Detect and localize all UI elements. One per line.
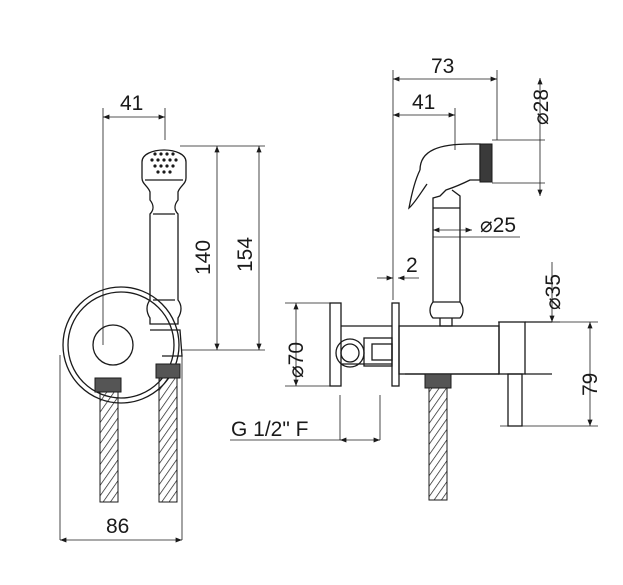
dim-right-73: 73 — [431, 55, 454, 78]
left-view: 41 140 154 86 — [59, 92, 265, 543]
dim-left-140: 140 — [192, 240, 215, 275]
dim-left-41: 41 — [120, 92, 143, 115]
sprayer-holes — [150, 152, 178, 174]
dim-dia-35: ⌀35 — [542, 274, 565, 310]
dim-dia-25: ⌀25 — [480, 214, 516, 237]
dim-left-86: 86 — [106, 515, 129, 538]
dim-right-41: 41 — [412, 91, 435, 114]
dim-left-154: 154 — [234, 237, 257, 272]
dim-plate-2: 2 — [406, 254, 418, 277]
dim-thread: G 1/2" F — [231, 418, 308, 441]
dim-dia-70: ⌀70 — [285, 342, 308, 378]
dim-dia-28: ⌀28 — [530, 89, 553, 125]
right-view: 73 41 ⌀28 ⌀25 2 ⌀35 79 ⌀70 G 1/2" F — [230, 55, 602, 501]
dim-height-79: 79 — [579, 373, 602, 396]
